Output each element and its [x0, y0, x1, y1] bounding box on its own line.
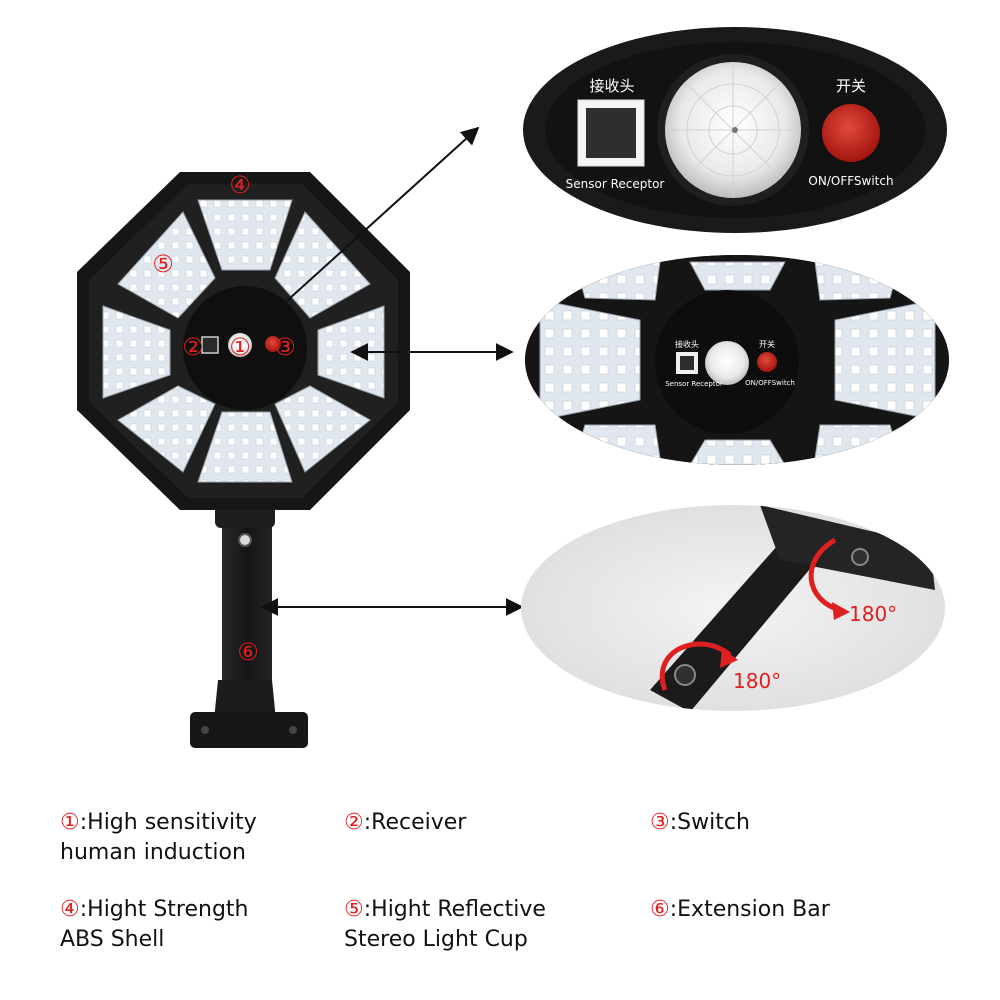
- legend-text-3a: :Switch: [669, 810, 750, 835]
- legend-num-3: ③: [650, 810, 670, 835]
- panel-sensor-receptor-label: Sensor Receptor: [665, 380, 723, 388]
- rotation-label-lower: 180°: [733, 669, 781, 693]
- marker-3: ③: [274, 333, 296, 361]
- sensor-receptor-label: Sensor Receptor: [566, 177, 665, 191]
- marker-1: ①: [229, 333, 251, 361]
- light-cup-left: [102, 305, 171, 399]
- marker-5: ⑤: [152, 250, 174, 278]
- callout-arrows: [260, 126, 524, 616]
- mounting-base: [190, 712, 308, 748]
- switch-en-label: ON/OFFSwitch: [808, 174, 893, 188]
- panel-detail-oval: 接收头 Sensor Receptor 开关 ON/OFFSwitch: [525, 255, 949, 465]
- panel-switch-cn-label: 开关: [759, 339, 775, 349]
- marker-6: ⑥: [237, 638, 259, 666]
- extension-bar: [190, 500, 308, 748]
- rotate-arrow-upper: [808, 537, 841, 613]
- receiver-window: [201, 336, 219, 354]
- legend-text-4a: :Hight Strength: [79, 897, 249, 922]
- legend-text-1b: human induction: [60, 840, 246, 865]
- arrow-to-sensor-detail: [267, 126, 480, 319]
- switch-cn-label: 开关: [836, 77, 866, 95]
- legend-num-4: ④: [60, 897, 80, 922]
- light-cup-bottom-left: [117, 385, 216, 473]
- pir-sensor: [228, 333, 252, 357]
- panel-switch-en-label: ON/OFFSwitch: [745, 379, 795, 387]
- bolt-icon: [238, 533, 252, 547]
- receiver-cn-label: 接收头: [589, 77, 634, 95]
- legend-item-4: ④:Hight Strength ABS Shell: [60, 895, 249, 955]
- legend-item-2: ②:Receiver: [344, 808, 466, 838]
- light-cup-bottom: [197, 411, 293, 483]
- marker-2: ②: [182, 333, 204, 361]
- light-cup-top-left: [117, 211, 216, 319]
- power-switch: [265, 336, 281, 352]
- legend-item-3: ③:Switch: [650, 808, 750, 838]
- panel-receiver-cn-label: 接收头: [675, 339, 699, 349]
- onoff-switch-large: [822, 104, 880, 162]
- legend-text-5a: :Hight Reflective: [363, 897, 546, 922]
- sensor-detail-oval: 接收头 Sensor Receptor 开关 ON/OFFSwitch: [523, 27, 947, 233]
- legend-num-5: ⑤: [344, 897, 364, 922]
- legend-num-1: ①: [60, 810, 80, 835]
- legend-item-1: ①:High sensitivity human induction: [60, 808, 257, 868]
- light-cup-bottom-right: [274, 385, 371, 473]
- legend-num-2: ②: [344, 810, 364, 835]
- legend-item-5: ⑤:Hight Reflective Stereo Light Cup: [344, 895, 546, 955]
- legend-text-5b: Stereo Light Cup: [344, 927, 528, 952]
- legend-text-6a: :Extension Bar: [669, 897, 830, 922]
- marker-4: ④: [229, 171, 251, 199]
- bar-detail-oval: 180° 180°: [521, 505, 945, 711]
- rotate-arrow-lower: [660, 641, 732, 691]
- legend-num-6: ⑥: [650, 897, 670, 922]
- legend-text-2a: :Receiver: [363, 810, 467, 835]
- legend-item-6: ⑥:Extension Bar: [650, 895, 830, 925]
- solar-light-main: ④ ⑤ ② ① ③ ⑥: [77, 171, 410, 748]
- light-cup-top: [197, 199, 293, 271]
- legend-text-1a: :High sensitivity: [79, 810, 257, 835]
- rotation-label-upper: 180°: [849, 602, 897, 626]
- legend-text-4b: ABS Shell: [60, 927, 165, 952]
